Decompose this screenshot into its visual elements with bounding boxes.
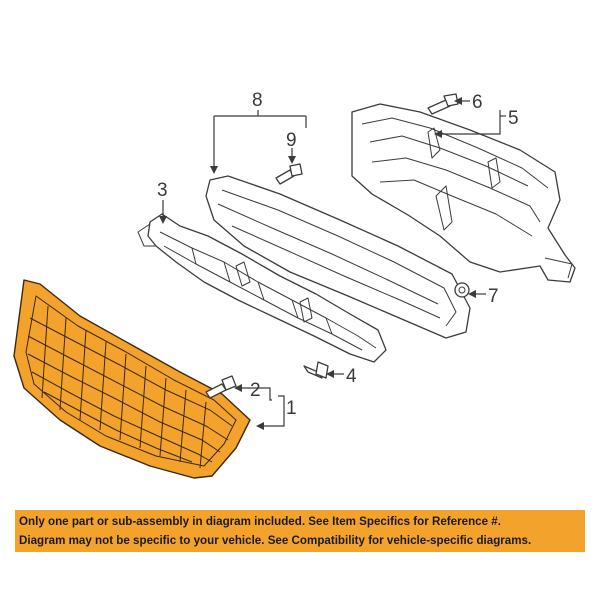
part-3-reinforcement	[137, 213, 387, 363]
disclaimer-line-2: Diagram may not be specific to your vehi…	[19, 534, 532, 547]
callout-5: 5	[508, 108, 519, 129]
callout-6: 6	[472, 92, 483, 113]
callout-3: 3	[157, 180, 168, 201]
part-7-clip	[454, 282, 470, 298]
disclaimer-line-1: Only one part or sub-assembly in diagram…	[19, 515, 501, 528]
part-9-screw	[275, 163, 303, 185]
callout-7: 7	[488, 286, 499, 307]
part-8-lower-grille	[205, 175, 471, 339]
callout-4: 4	[346, 366, 357, 387]
part-1-grille	[13, 279, 251, 479]
part-6-bolt	[427, 93, 459, 115]
leader-lines	[159, 97, 506, 430]
part-2-screw	[205, 375, 237, 399]
callout-1: 1	[286, 398, 297, 419]
callout-9: 9	[286, 130, 297, 151]
callout-2: 2	[250, 380, 261, 401]
disclaimer-banner: Only one part or sub-assembly in diagram…	[15, 510, 585, 552]
part-4-screw	[303, 361, 329, 379]
callout-8: 8	[252, 90, 263, 111]
part-5-bracket	[351, 103, 576, 283]
